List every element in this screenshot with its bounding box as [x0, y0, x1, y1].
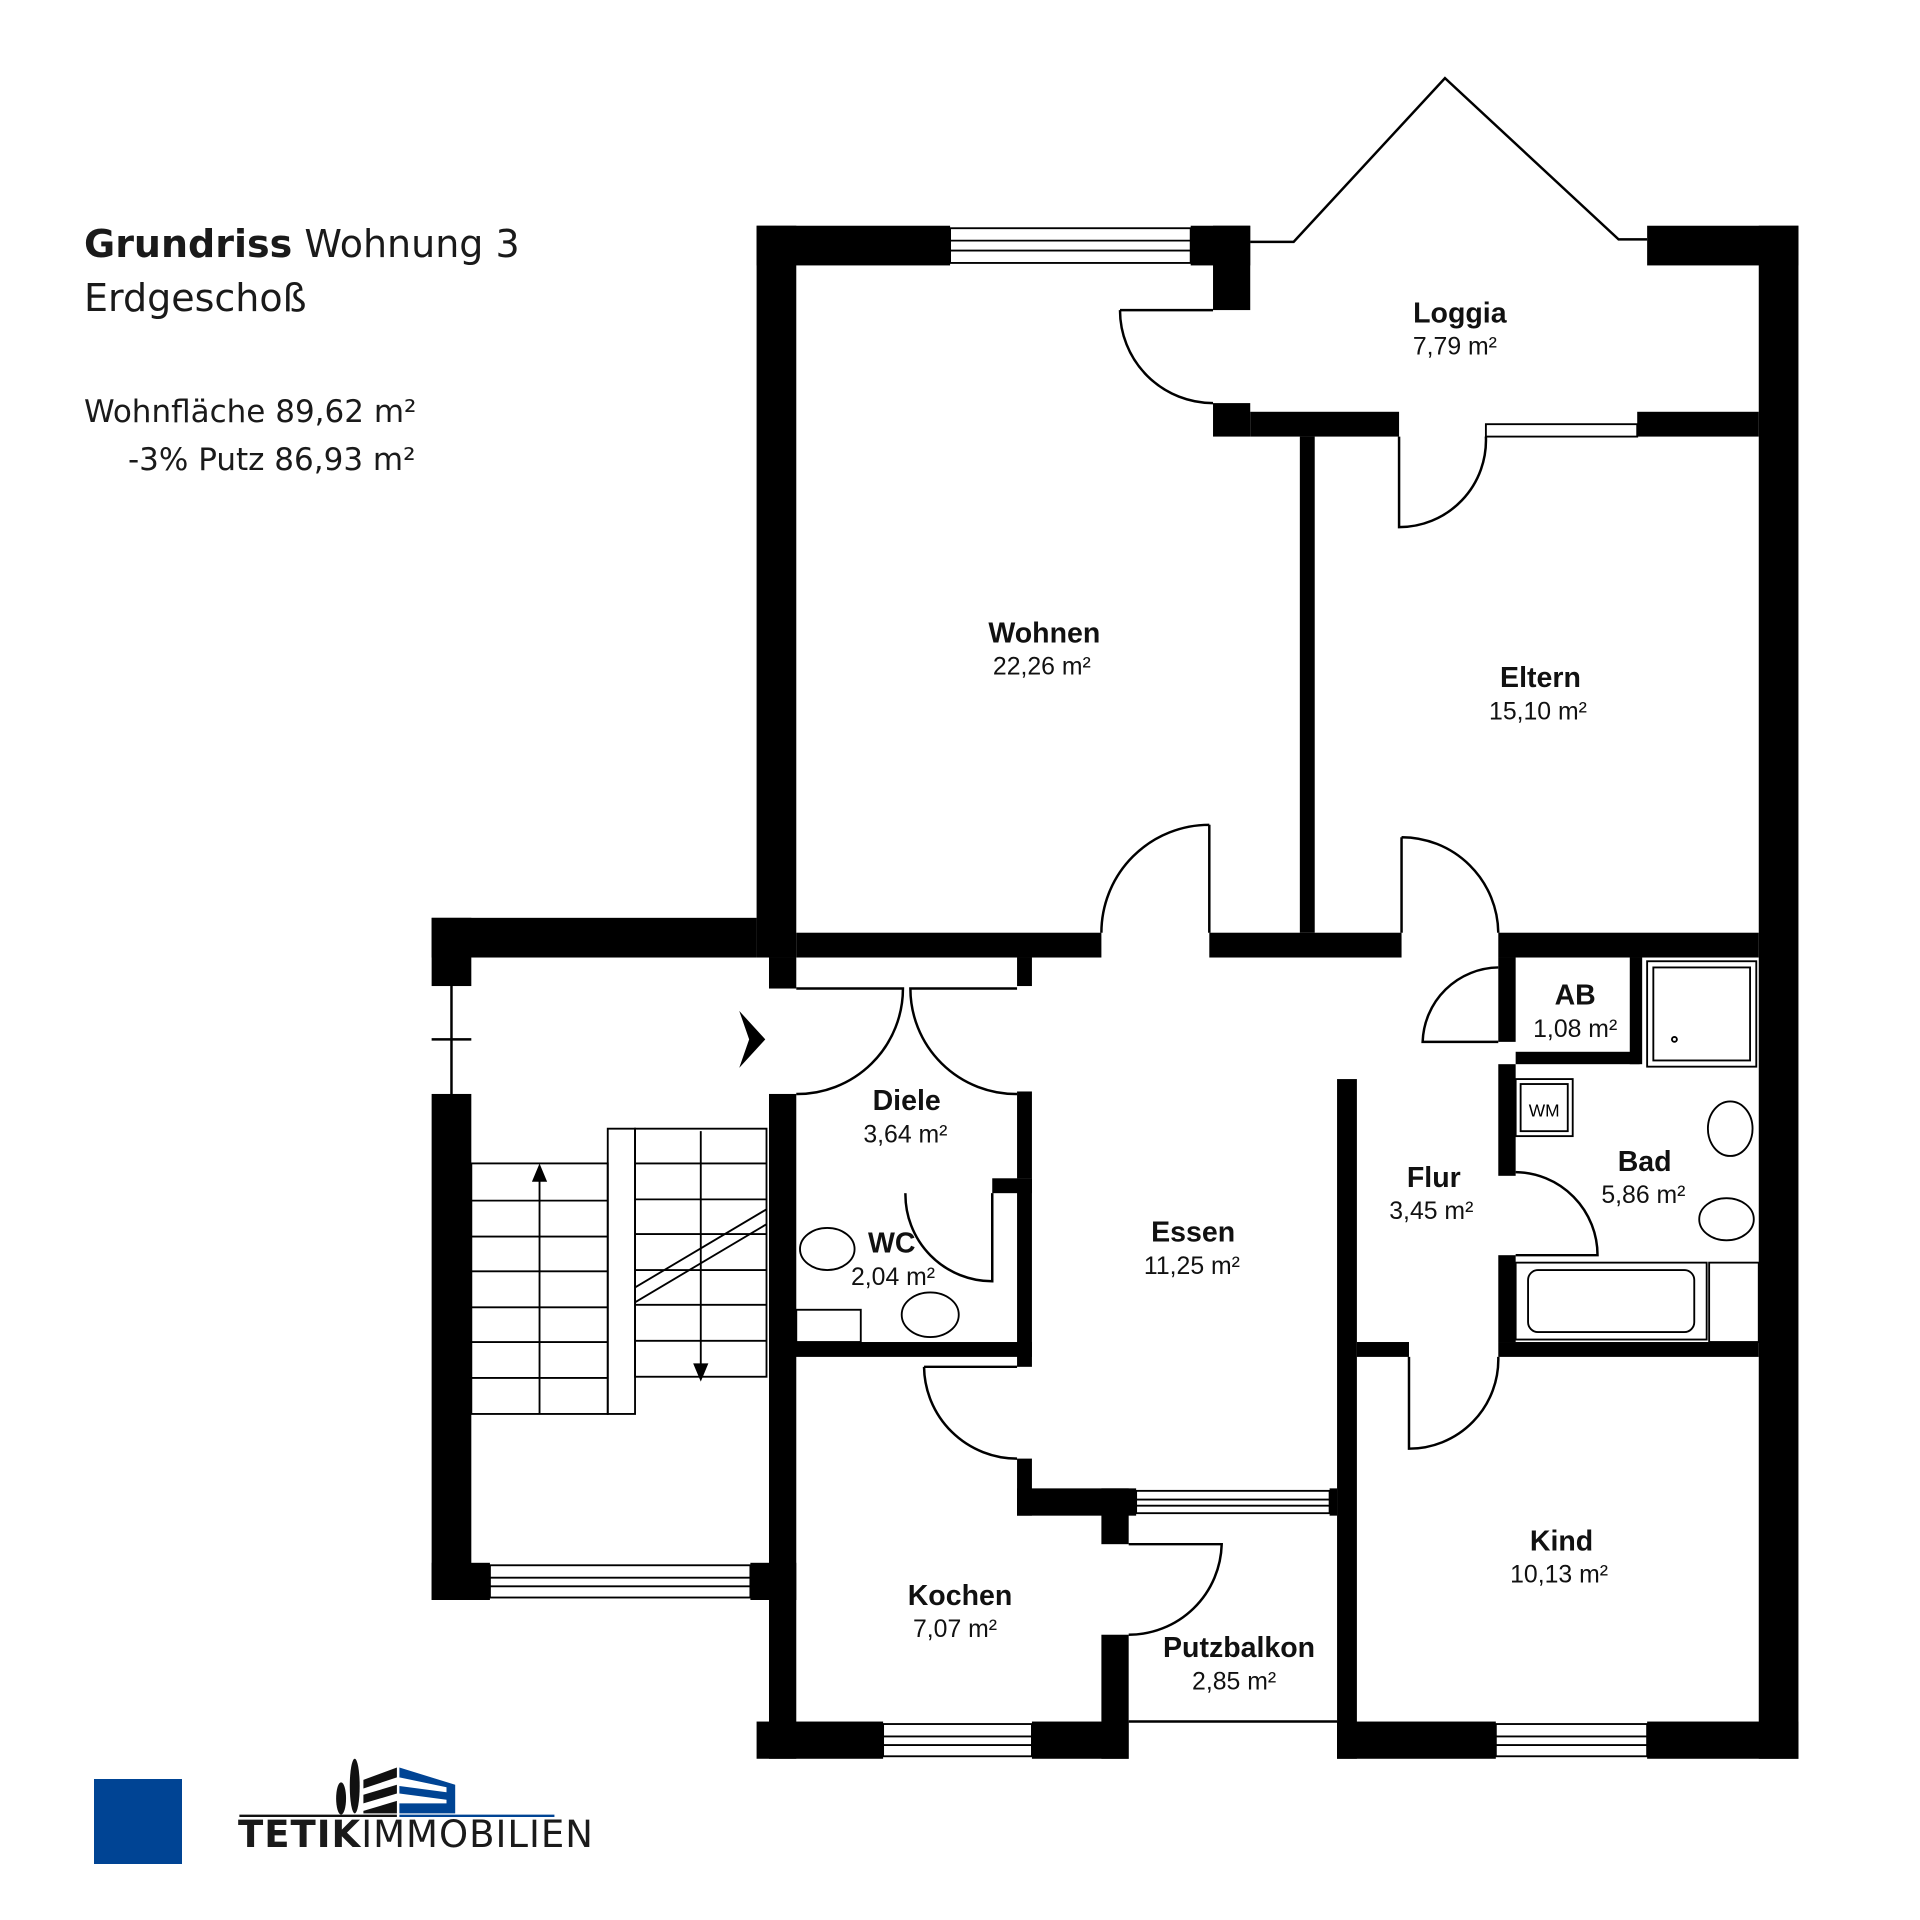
living-area: Wohnfläche 89,62 m² [84, 394, 417, 430]
logo-rest: IMMOBILIEN [361, 1813, 594, 1856]
room-name: Diele [873, 1085, 941, 1117]
room-name: WC [868, 1228, 916, 1260]
room-area: 3,45 m² [1389, 1198, 1473, 1225]
room-area: 2,85 m² [1192, 1668, 1276, 1695]
room-name: Loggia [1413, 297, 1508, 329]
room-name: Wohnen [988, 617, 1100, 649]
room-area: 2,04 m² [851, 1264, 935, 1291]
door-putzbalkon [1128, 1542, 1223, 1636]
floor-label: Erdgeschoß [84, 276, 307, 320]
door-wohnen [1100, 823, 1211, 933]
sink-icon [1706, 1100, 1754, 1157]
lines [431, 76, 1648, 1723]
room-name: Essen [1151, 1217, 1235, 1249]
logo-bold: TETIK [238, 1813, 362, 1856]
room-name: Eltern [1500, 662, 1581, 694]
staircase [470, 1127, 768, 1415]
wc-toilet-icon [799, 1226, 856, 1272]
company-logo: TETIKIMMOBILIEN [238, 1813, 594, 1856]
sanitary [795, 960, 1760, 1343]
room-area: 7,07 m² [913, 1616, 997, 1643]
room-area: 7,79 m² [1413, 334, 1497, 361]
loggia-outline [1250, 76, 1648, 244]
room-name: Kochen [908, 1580, 1013, 1612]
door-diele-left [796, 987, 905, 1096]
door-eltern [1400, 835, 1500, 933]
windows [488, 227, 1649, 1758]
title-bold: Grundriss [84, 222, 293, 266]
room-name: AB [1555, 980, 1596, 1012]
toilet-icon [1698, 1197, 1755, 1242]
room-area: 3,64 m² [863, 1121, 947, 1148]
page-title: Grundriss Wohnung 3 [84, 222, 520, 266]
brand-square [94, 1779, 182, 1864]
room-name: Flur [1407, 1162, 1461, 1194]
room-area: 1,08 m² [1533, 1016, 1617, 1043]
room-area: 5,86 m² [1601, 1182, 1685, 1209]
title-rest: Wohnung 3 [304, 222, 520, 266]
door-bad [1515, 1170, 1599, 1257]
wc-sink-icon [900, 1291, 960, 1338]
room-area: 15,10 m² [1489, 698, 1587, 725]
logo-mark [239, 1758, 555, 1818]
door-diele-right [909, 987, 1018, 1096]
door-kind [1407, 1356, 1500, 1450]
room-name: Putzbalkon [1163, 1632, 1315, 1664]
room-area: 11,25 m² [1144, 1253, 1240, 1280]
room-labels: Loggia 7,79 m² Wohnen 22,26 m² Eltern 15… [851, 297, 1685, 1695]
door-wc [904, 1193, 994, 1283]
walls [431, 225, 1799, 1759]
room-area: 10,13 m² [1510, 1562, 1608, 1589]
door-loggia [1118, 308, 1214, 405]
room-area: 22,26 m² [993, 654, 1091, 681]
door-ab [1421, 966, 1499, 1044]
room-name: Bad [1618, 1146, 1672, 1178]
entrance-arrow-icon [739, 1010, 766, 1068]
net-area: -3% Putz 86,93 m² [128, 442, 416, 478]
room-name: Kind [1530, 1525, 1593, 1557]
washer-label: WM [1529, 1100, 1560, 1120]
door-eltern-loggia [1397, 436, 1488, 529]
door-kochen [922, 1365, 1018, 1460]
